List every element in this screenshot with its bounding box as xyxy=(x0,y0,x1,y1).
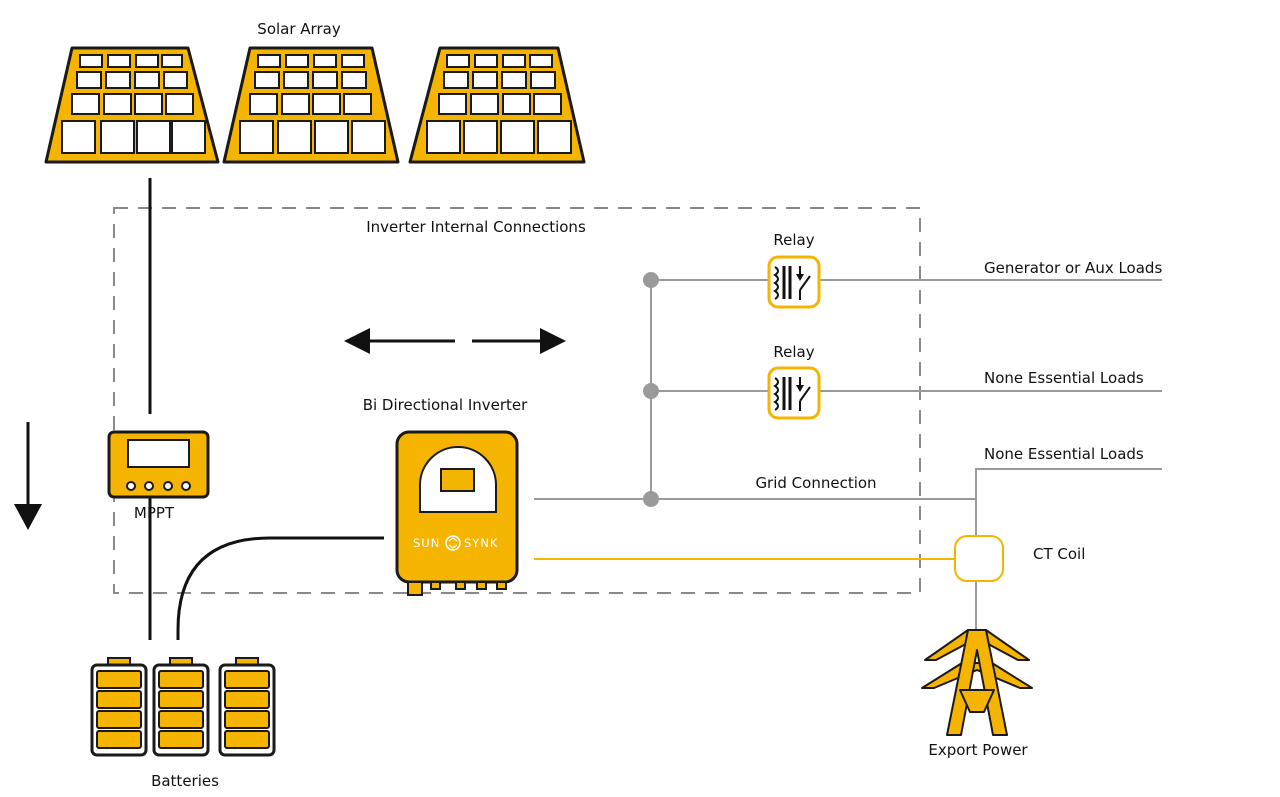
ct-coil-label: CT Coil xyxy=(1033,545,1086,563)
inverter-boundary xyxy=(113,207,921,594)
non-essential-loads-label: None Essential Loads xyxy=(984,369,1144,387)
solar-panel-icon xyxy=(408,46,586,164)
pylon-icon xyxy=(921,629,1033,736)
relay-icon xyxy=(767,366,821,420)
mppt-label: MPPT xyxy=(133,504,175,522)
grid-connection-label: Grid Connection xyxy=(755,474,877,492)
battery-icon xyxy=(90,657,148,757)
relay-icon xyxy=(767,255,821,309)
bi-directional-inverter-label: Bi Directional Inverter xyxy=(362,396,528,414)
battery-icon xyxy=(218,657,276,757)
export-power-label: Export Power xyxy=(928,741,1028,759)
inverter-icon xyxy=(395,430,519,596)
relay-mid-label: Relay xyxy=(773,343,815,361)
logo-text-left: SUN xyxy=(413,536,441,550)
non-essential-loads-label-2: None Essential Loads xyxy=(984,445,1144,463)
junction-dot xyxy=(643,272,659,507)
solar-panel-icon xyxy=(44,46,220,164)
logo-text-right: SYNK xyxy=(464,536,499,550)
batteries-label: Batteries xyxy=(151,772,219,790)
battery-icon xyxy=(152,657,210,757)
mppt-controller-icon xyxy=(107,430,210,499)
generator-aux-label: Generator or Aux Loads xyxy=(984,259,1163,277)
solar-panel-icon xyxy=(222,46,400,164)
ct-coil-icon xyxy=(954,535,1004,582)
solar-array-label: Solar Array xyxy=(257,20,341,38)
inverter-internal-label: Inverter Internal Connections xyxy=(366,218,586,236)
relay-top-label: Relay xyxy=(773,231,815,249)
arrow-icon xyxy=(14,328,566,530)
ac-wires xyxy=(534,279,1162,640)
dc-wires xyxy=(148,178,384,640)
